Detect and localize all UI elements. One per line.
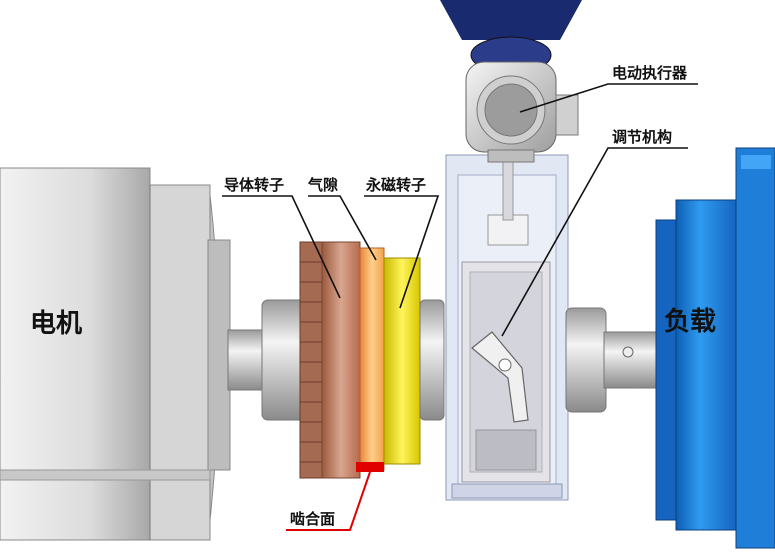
- conductor-rotor: [299, 241, 361, 479]
- shaft-key: [622, 346, 634, 358]
- label-air-gap: 气隙: [307, 176, 338, 194]
- label-adjust-mechanism: 调节机构: [612, 128, 672, 146]
- adjust-frame: [445, 154, 569, 501]
- load-hub: [565, 307, 607, 413]
- label-conductor-rotor: 导体转子: [224, 176, 284, 194]
- label-mesh-face: 啮合面: [290, 510, 335, 528]
- mesh-face: [356, 462, 384, 472]
- load-shaft: [603, 331, 657, 389]
- leader-adjust-mechanism: [501, 147, 688, 337]
- motor-body: [0, 167, 231, 541]
- air-gap: [359, 247, 385, 471]
- leader-actuator: [519, 83, 698, 113]
- leader-conductor-rotor: [222, 195, 341, 299]
- linkage-arm: [471, 331, 529, 423]
- magnet-rotor: [383, 257, 421, 465]
- leader-magnet-rotor: [364, 195, 440, 309]
- electric-actuator: [440, 0, 582, 163]
- label-actuator: 电动执行器: [612, 64, 688, 82]
- leader-mesh-face: [286, 471, 371, 531]
- load-body: [655, 147, 775, 549]
- label-magnet-rotor: 永磁转子: [365, 176, 426, 194]
- magnet-shaft: [419, 299, 445, 421]
- label-motor: 电机: [30, 309, 82, 339]
- leader-lines: [222, 83, 698, 531]
- leader-air-gap: [308, 195, 377, 261]
- label-load: 负载: [664, 307, 716, 337]
